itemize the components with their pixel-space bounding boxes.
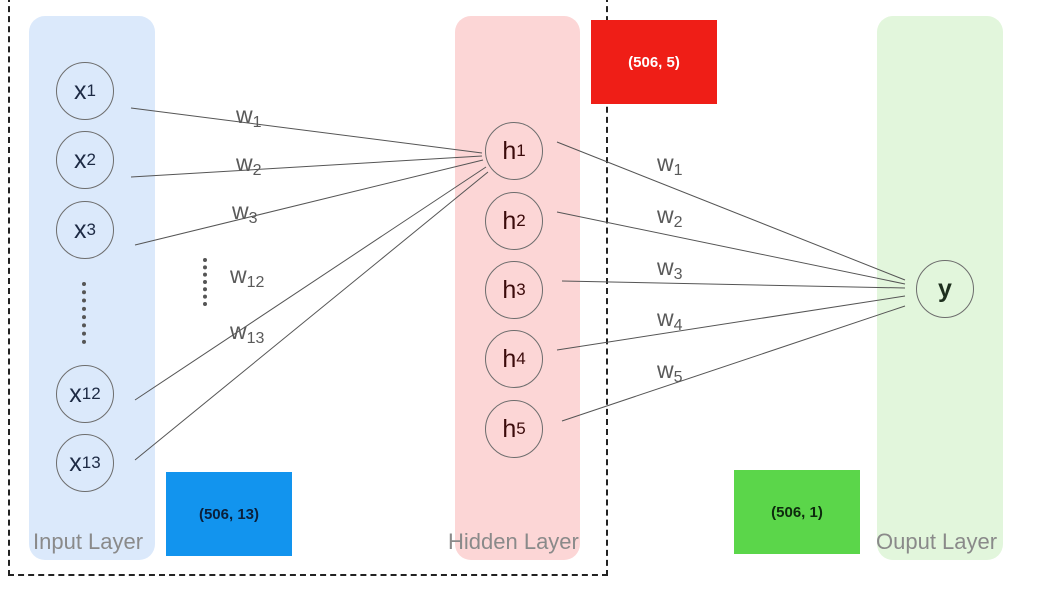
weight-subscript: 3: [673, 266, 683, 283]
weight-subscript: 2: [673, 214, 683, 231]
edge-h5-y: [561, 305, 906, 422]
edge-x2-h1: [130, 155, 483, 178]
output-layer-label: Ouput Layer: [876, 529, 998, 554]
weight-base: w: [657, 305, 674, 331]
hidden-shape-badge: (506, 5): [591, 20, 717, 104]
weight-label-w2-input: w2: [236, 150, 262, 180]
node-label: h: [502, 206, 517, 235]
dashed-group-box: [8, 0, 608, 576]
node-label: x: [69, 448, 82, 477]
node-label: x: [69, 379, 82, 408]
edge-h3-y: [561, 280, 906, 289]
node-subscript: 2: [86, 150, 96, 169]
node-label: x: [74, 76, 87, 105]
node-label: h: [502, 275, 517, 304]
node-label: y: [938, 274, 952, 303]
weight-label-w1-output: w1: [657, 150, 683, 180]
weight-label-w12-input: w12: [230, 262, 264, 292]
output-shape-badge: (506, 1): [734, 470, 860, 554]
node-subscript: 12: [81, 384, 101, 403]
edge-x1-h1: [130, 107, 483, 154]
edge-x13-h1: [134, 171, 489, 461]
weight-base: w: [657, 254, 674, 280]
hidden-layer-label: Hidden Layer: [448, 529, 579, 554]
node-subscript: 3: [86, 220, 96, 239]
weight-subscript: 4: [673, 317, 683, 334]
weight-label-w4-output: w4: [657, 305, 683, 335]
weight-base: w: [657, 150, 674, 176]
node-subscript: 1: [86, 81, 96, 100]
node-label: h: [502, 344, 517, 373]
edge-h2-y: [556, 211, 906, 285]
weight-subscript: 1: [252, 114, 262, 131]
weight-subscript: 13: [246, 330, 265, 347]
weight-ellipsis-dots: [203, 258, 207, 306]
edge-h4-y: [556, 295, 906, 351]
weight-label-w5-output: w5: [657, 357, 683, 387]
input-shape-badge: (506, 13): [166, 472, 292, 556]
node-subscript: 2: [516, 211, 526, 230]
node-subscript: 1: [516, 141, 526, 160]
node-subscript: 5: [516, 419, 526, 438]
edge-x12-h1: [134, 166, 487, 401]
input-ellipsis-dots: [82, 282, 86, 344]
weight-base: w: [232, 198, 249, 224]
node-subscript: 4: [516, 349, 526, 368]
weight-base: w: [236, 102, 253, 128]
weight-label-w3-output: w3: [657, 254, 683, 284]
weight-subscript: 1: [673, 162, 683, 179]
output-node-y: y: [916, 260, 974, 318]
weight-subscript: 12: [246, 274, 265, 291]
node-subscript: 3: [516, 280, 526, 299]
weight-subscript: 3: [248, 210, 258, 227]
weight-label-w3-input: w3: [232, 198, 258, 228]
weight-base: w: [657, 202, 674, 228]
node-label: h: [502, 414, 517, 443]
edge-h1-y: [556, 141, 906, 281]
edge-x3-h1: [134, 159, 484, 246]
weight-base: w: [230, 318, 247, 344]
node-label: x: [74, 215, 87, 244]
input-layer-label: Input Layer: [33, 529, 144, 554]
weight-subscript: 2: [252, 162, 262, 179]
weight-label-w13-input: w13: [230, 318, 264, 348]
node-label: h: [502, 136, 517, 165]
weight-subscript: 5: [673, 369, 683, 386]
weight-base: w: [230, 262, 247, 288]
weight-label-w2-output: w2: [657, 202, 683, 232]
weight-base: w: [657, 357, 674, 383]
node-subscript: 13: [81, 453, 101, 472]
weight-label-w1-input: w1: [236, 102, 262, 132]
node-label: x: [74, 145, 87, 174]
weight-base: w: [236, 150, 253, 176]
